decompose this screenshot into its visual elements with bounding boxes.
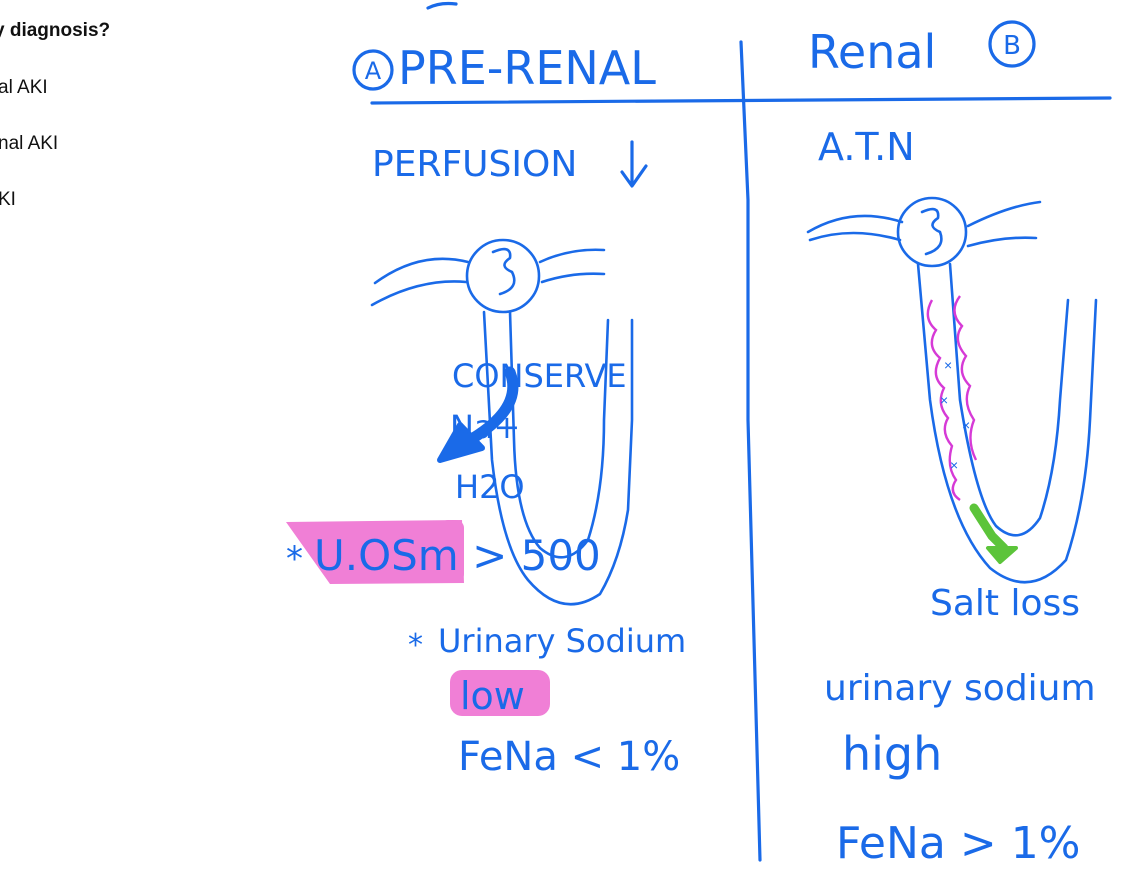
urinary-sodium-low: low	[460, 674, 525, 718]
fena-right: FeNa > 1%	[836, 818, 1081, 869]
perfusion-label: PERFUSION	[372, 144, 577, 185]
nephron-right-diagram: × × × ×	[806, 196, 1098, 584]
header-underline	[370, 96, 1112, 105]
top-ink-fragment	[426, 1, 458, 10]
svg-text:×: ×	[962, 417, 970, 433]
svg-text:×: ×	[950, 457, 958, 473]
urinary-sodium-left: Urinary Sodium	[438, 622, 686, 660]
renal-heading: Renal	[808, 25, 936, 79]
osm-highlight-band	[286, 520, 464, 584]
fena-left: FeNa < 1%	[458, 734, 680, 780]
svg-text:A: A	[365, 57, 382, 85]
label-circle-a: A	[352, 49, 394, 91]
salt-loss-label: Salt loss	[930, 583, 1080, 624]
urine-osmolality-text: U.OSm > 500	[314, 531, 601, 580]
conserve-label: CONSERVE	[452, 357, 627, 395]
question-text: y diagnosis?	[0, 20, 111, 41]
pre-renal-heading: PRE-RENAL	[398, 41, 656, 95]
urinary-sodium-right: urinary sodium	[824, 668, 1096, 709]
svg-text:B: B	[1003, 31, 1021, 61]
atn-label: A.T.N	[818, 125, 915, 169]
svg-text:×: ×	[940, 392, 948, 408]
column-divider	[739, 40, 762, 862]
nephron-left-diagram	[370, 238, 634, 606]
sodium-label: Na+	[450, 408, 520, 446]
osm-bullet: *	[286, 539, 303, 579]
answer-option-3[interactable]: KI	[0, 189, 16, 210]
svg-text:×: ×	[944, 357, 952, 373]
urinary-sodium-high: high	[842, 727, 942, 781]
urinary-bullet-left: *	[408, 628, 423, 663]
answer-option-1[interactable]: al AKI	[0, 77, 48, 98]
water-label: H2O	[455, 468, 525, 506]
answer-option-2[interactable]: nal AKI	[0, 133, 59, 154]
decrease-arrow-icon	[620, 140, 648, 188]
label-circle-b: B	[988, 20, 1036, 68]
low-highlight	[450, 670, 550, 716]
